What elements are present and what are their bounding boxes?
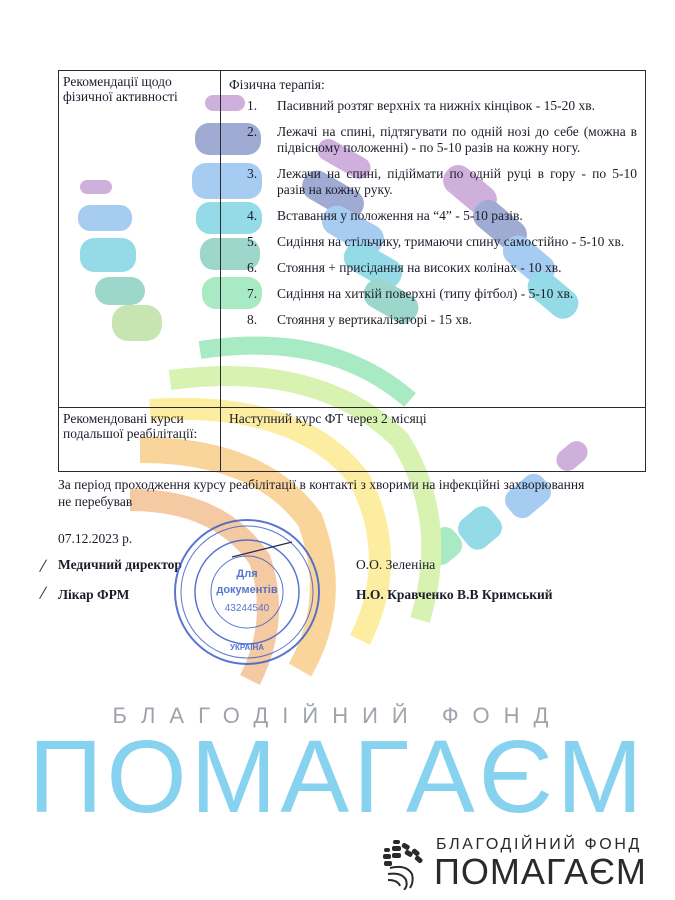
exercise-text: Стояння у вертикалізаторі - 15 хв. [277,312,472,327]
exercise-item: 6. Стояння + присідання на високих коліна… [229,260,637,276]
stamp-center-line2: документів [216,584,278,596]
row-label-rehab-courses: Рекомендовані курси подальшої реабілітац… [58,406,221,473]
stamp-center-line1: Для [236,568,257,580]
exercise-text: Сидіння на хиткій поверхні (типу фітбол)… [277,286,574,301]
table-row: Рекомендації щодо фізичної активності Фі… [58,70,646,408]
exercise-text: Стояння + присідання на високих колінах … [277,260,562,275]
exercise-item: 3. Лежачи на спині, підіймати по одній ру… [229,166,637,198]
exercise-text: Лежачи на спині, підіймати по одній руці… [277,166,637,197]
stamp-code: 43244540 [225,603,270,614]
exercise-number: 6. [247,260,258,275]
exercise-number: 3. [247,166,258,181]
signature-name: Н.О. Кравченко В.В Кримський [356,587,553,602]
infection-note: За період проходження курсу реабілітації… [58,477,585,509]
exercise-number: 4. [247,208,258,223]
signature-role: Медичний директор [58,557,182,572]
therapy-heading: Фізична терапія: [229,77,325,92]
signature-scribble [231,541,293,558]
document-date: 07.12.2023 р. [58,531,133,546]
watermark-fund-name: ПОМАГАЄМ [28,719,647,834]
exercise-number: 8. [247,312,258,327]
exercise-text: Вставання у положення на “4” - 5-10 разі… [277,208,523,223]
recommendations-table: Рекомендації щодо фізичної активності Фі… [58,70,646,473]
signature-role: Лікар ФРМ [58,587,130,602]
exercise-list: 1. Пасивний розтяг верхніх та нижніх кінц… [229,98,637,328]
logo-fund-label: БЛАГОДІЙНИЙ ФОНД [436,836,642,853]
exercise-item: 1. Пасивний розтяг верхніх та нижніх кінц… [229,98,637,114]
therapy-cell: Фізична терапія: 1. Пасивний розтяг верхн… [220,70,646,408]
signature-name: О.О. Зеленіна [356,557,436,572]
exercise-text: Лежачі на спині, підтягувати по одній но… [277,124,637,155]
fingerprint-hand-icon [383,840,423,890]
official-stamp: Для документів 43244540 УКРАЇНА [174,519,320,665]
exercise-text: Сидіння на стільчику, тримаючи спину сам… [277,234,625,249]
logo-fund-name: ПОМАГАЄМ [434,851,647,892]
exercise-item: 2. Лежачі на спині, підтягувати по одній … [229,124,637,156]
watermark-fund-label: БЛАГОДІЙНИЙ ФОНД [112,703,563,728]
exercise-number: 7. [247,286,258,301]
row-label-physical-activity: Рекомендації щодо фізичної активності [58,70,221,408]
fund-logo: БЛАГОДІЙНИЙ ФОНД ПОМАГАЄМ [380,832,670,892]
signature-mark [39,586,47,599]
exercise-item: 5. Сидіння на стільчику, тримаючи спину с… [229,234,637,250]
table-row: Рекомендовані курси подальшої реабілітац… [58,406,646,473]
exercise-number: 1. [247,98,258,113]
exercise-number: 5. [247,234,258,249]
exercise-item: 7. Сидіння на хиткій поверхні (типу фітбо… [229,286,637,302]
stamp-country: УКРАЇНА [230,643,264,652]
rehab-course-value: Наступний курс ФТ через 2 місяці [220,406,646,473]
exercise-number: 2. [247,124,258,139]
exercise-item: 8. Стояння у вертикалізаторі - 15 хв. [229,312,637,328]
signature-mark [39,559,47,572]
exercise-text: Пасивний розтяг верхніх та нижніх кінців… [277,98,595,113]
exercise-item: 4. Вставання у положення на “4” - 5-10 ра… [229,208,637,224]
